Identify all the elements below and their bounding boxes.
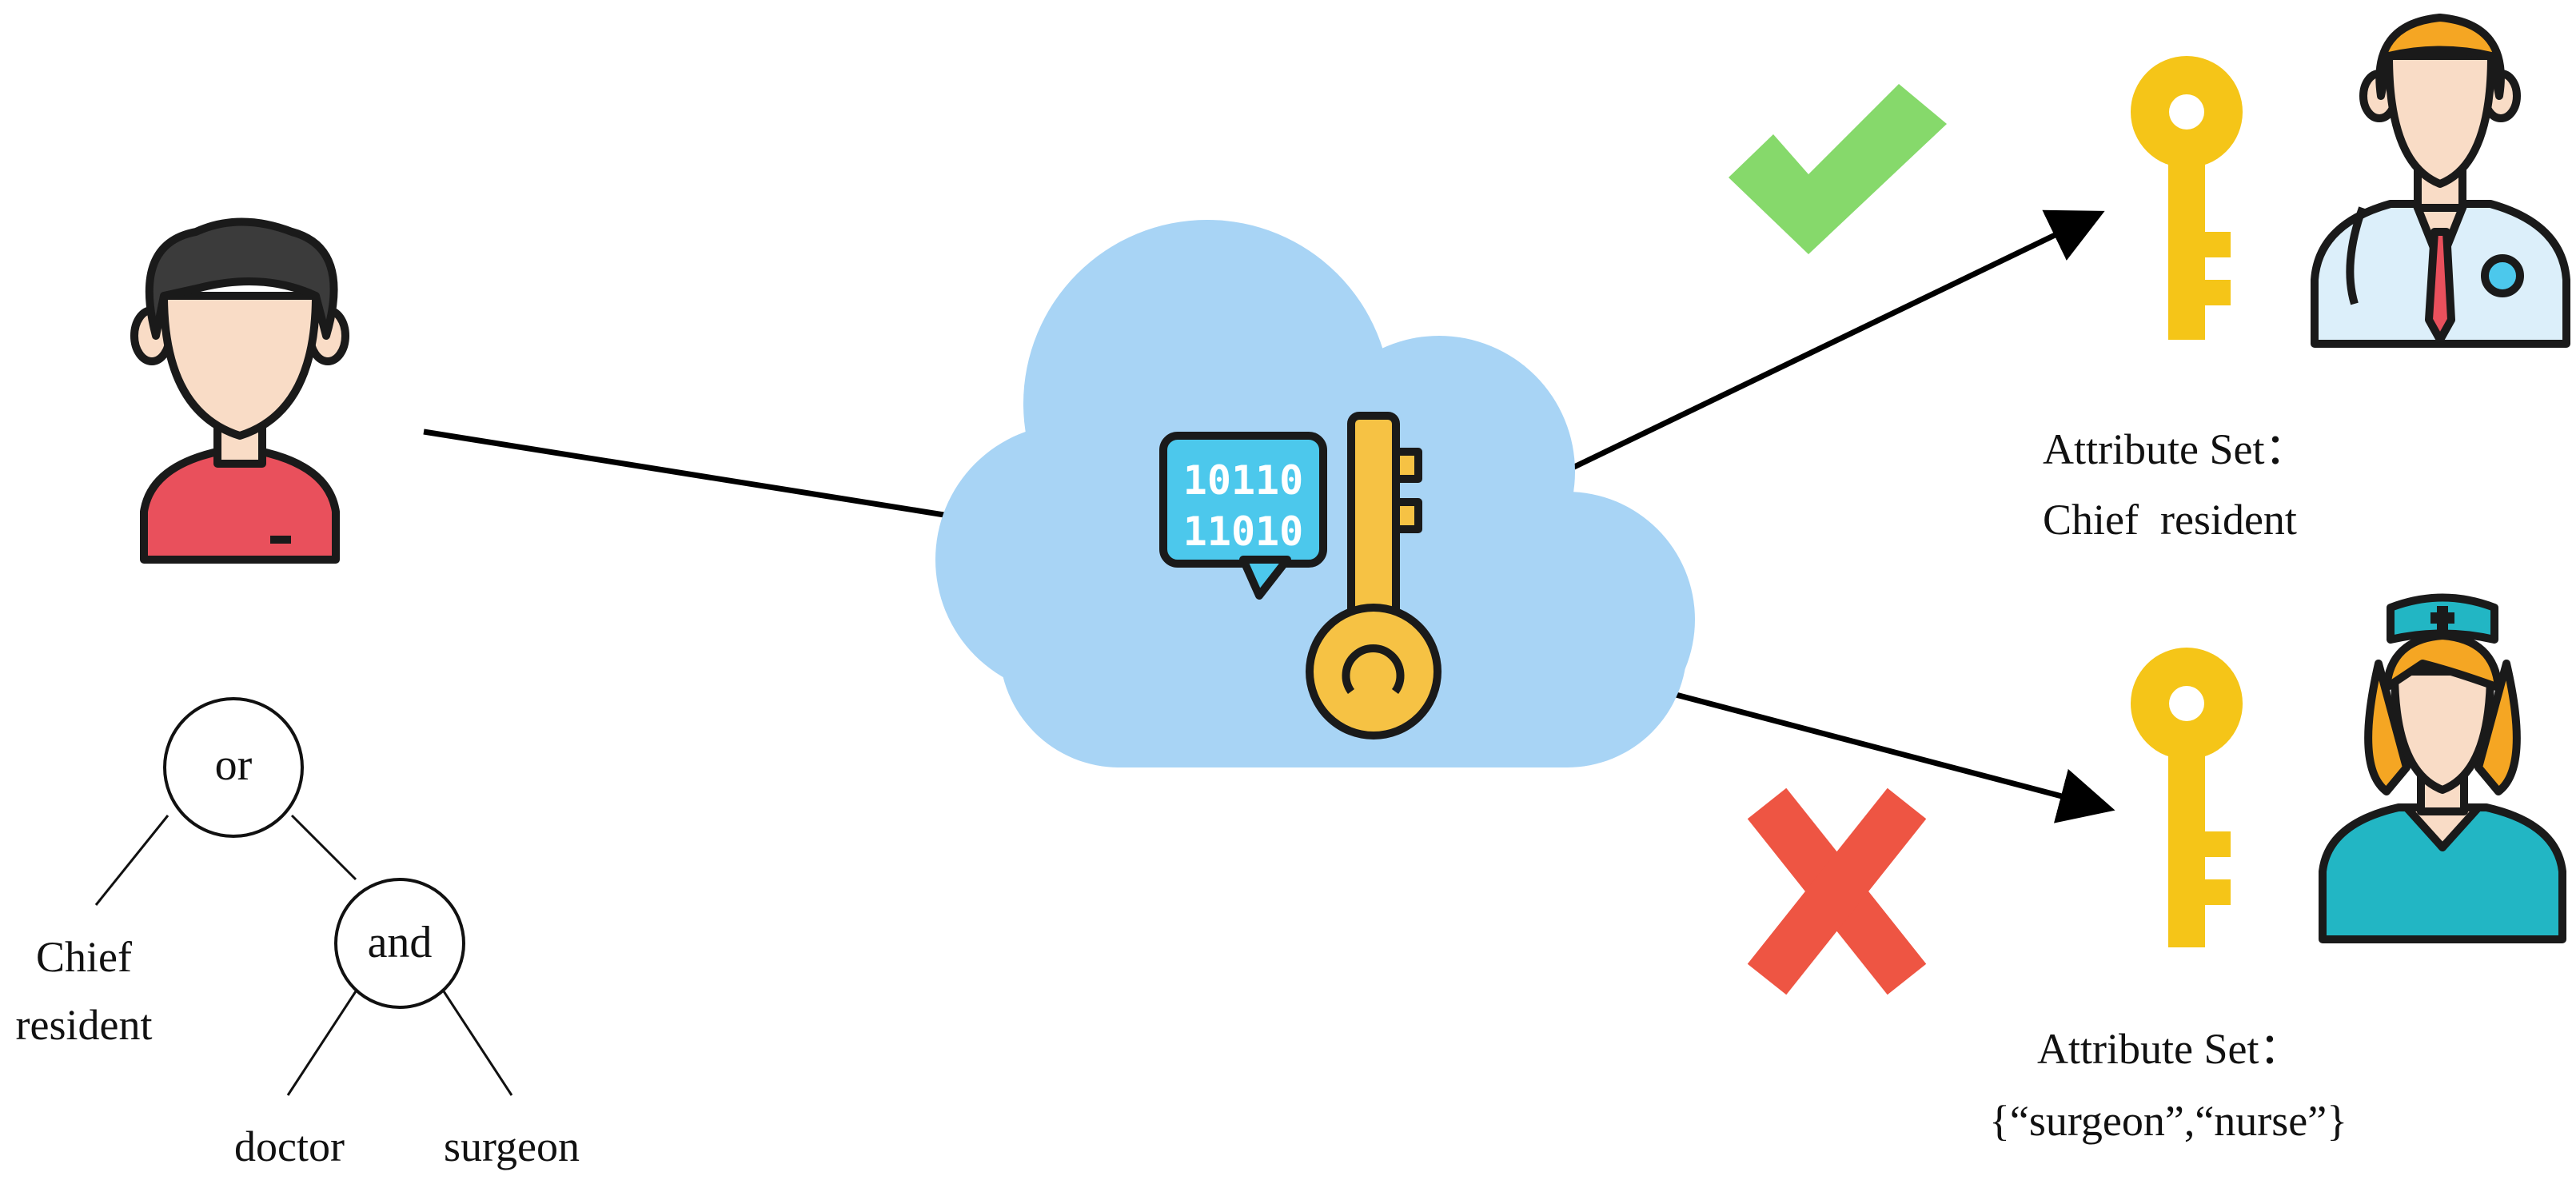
binary-data-bubble-icon: 10110 11010 bbox=[1159, 432, 1327, 600]
doctor-key-icon bbox=[2131, 56, 2243, 340]
doctor-attr-value: Chief resident bbox=[2043, 496, 2297, 544]
access-policy-tree: or and Chief resident doctor surgeon bbox=[16, 697, 580, 1170]
cross-mark-icon bbox=[1747, 787, 1927, 995]
doctor-avatar-icon bbox=[2311, 14, 2570, 348]
nurse-key-icon bbox=[2131, 648, 2243, 947]
or-label: or bbox=[215, 740, 253, 790]
arrow-sender-to-cloud bbox=[423, 429, 1020, 546]
binary-line-2: 11010 bbox=[1183, 508, 1304, 555]
nurse-attribute-set: Attribute Set： {“surgeon”,“nurse”} bbox=[1989, 1025, 2347, 1145]
leaf-surgeon: surgeon bbox=[444, 1122, 580, 1170]
binary-line-1: 10110 bbox=[1183, 457, 1304, 504]
or-node bbox=[163, 697, 304, 838]
arrow-cloud-to-doctor bbox=[1549, 209, 2105, 481]
check-mark-icon bbox=[1729, 84, 1947, 254]
leaf-chief-resident-line1: Chief bbox=[36, 933, 132, 981]
and-label: and bbox=[368, 918, 433, 967]
nurse-avatar-icon bbox=[2319, 593, 2566, 943]
leaf-chief-resident-line2: resident bbox=[16, 1001, 153, 1049]
cloud-key-icon bbox=[1306, 412, 1442, 740]
doctor-attribute-set: Attribute Set： Chief resident bbox=[2043, 425, 2307, 544]
nurse-attr-title: Attribute Set： bbox=[2037, 1025, 2302, 1073]
sender-avatar-icon bbox=[130, 217, 349, 564]
leaf-doctor: doctor bbox=[234, 1122, 345, 1170]
and-node bbox=[334, 878, 465, 1009]
doctor-attr-title: Attribute Set： bbox=[2043, 425, 2307, 473]
nurse-attr-value: {“surgeon”,“nurse”} bbox=[1989, 1097, 2347, 1145]
